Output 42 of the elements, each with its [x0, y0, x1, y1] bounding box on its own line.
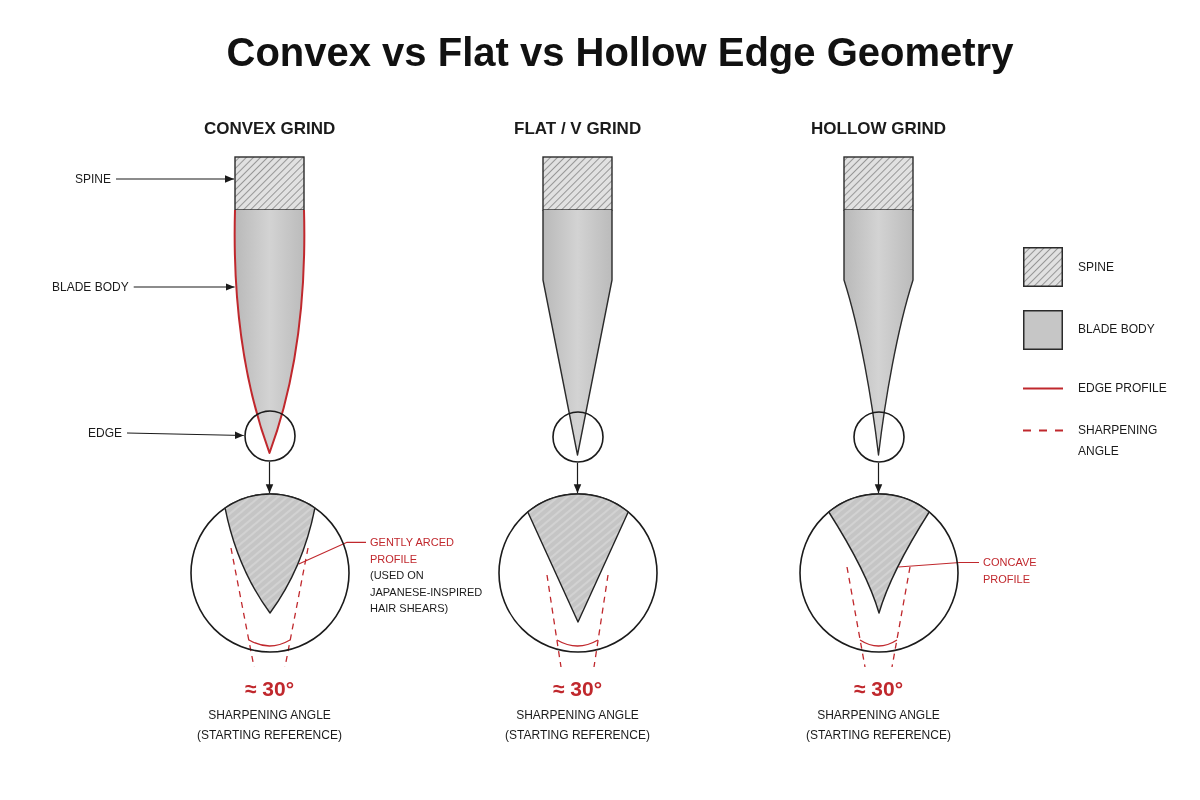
arrow [874, 462, 883, 494]
magnifier-circle [852, 411, 905, 463]
magnifier-circle [551, 411, 604, 463]
legend-label: SHARPENING ANGLE [1078, 421, 1159, 460]
legend-label: SPINE [1078, 258, 1115, 276]
edge-wedge [827, 493, 930, 614]
diagram-title: Convex vs Flat vs Hollow Edge Geometry [226, 29, 1014, 76]
callout-text: CONCAVE PROFILE [983, 554, 1038, 588]
legend-label: EDGE PROFILE [1078, 379, 1168, 397]
leader-arrow [115, 175, 235, 183]
angle-caption: SHARPENING ANGLE (STARTING REFERENCE) [196, 707, 343, 744]
legend-label: BLADE BODY [1078, 321, 1156, 338]
angle-value: ≈ 30° [245, 676, 295, 702]
spine-section [843, 156, 914, 211]
spine-section [234, 156, 305, 211]
column-heading: FLAT / V GRIND [514, 117, 642, 139]
edge-wedge [526, 493, 629, 623]
arrow [265, 461, 274, 494]
part-label: BLADE BODY [52, 279, 129, 295]
detail-circle [189, 493, 350, 653]
leader-line [298, 541, 367, 565]
angle-caption: SHARPENING ANGLE (STARTING REFERENCE) [805, 707, 952, 744]
angle-caption: SHARPENING ANGLE (STARTING REFERENCE) [504, 707, 651, 744]
part-label: EDGE [88, 425, 122, 441]
leader-arrow [126, 431, 245, 440]
edge-wedge [223, 493, 316, 614]
blade-body-section [541, 209, 614, 457]
blade-body-section [842, 209, 915, 457]
spine-section [542, 156, 613, 211]
column-heading: CONVEX GRIND [204, 117, 336, 139]
column-heading: HOLLOW GRIND [811, 117, 947, 139]
callout-note: (USED ON JAPANESE-INSPIRED HAIR SHEARS) [370, 568, 484, 616]
leader-line [897, 561, 980, 568]
angle-value: ≈ 30° [854, 676, 904, 702]
detail-circle [497, 493, 658, 653]
arrow [573, 462, 582, 494]
angle-value: ≈ 30° [553, 676, 603, 702]
callout-text: GENTLY ARCED PROFILE [370, 535, 455, 567]
part-label: SPINE [75, 171, 111, 187]
magnifier-circle [243, 410, 296, 462]
detail-circle [798, 493, 959, 653]
leader-arrow [133, 283, 236, 291]
